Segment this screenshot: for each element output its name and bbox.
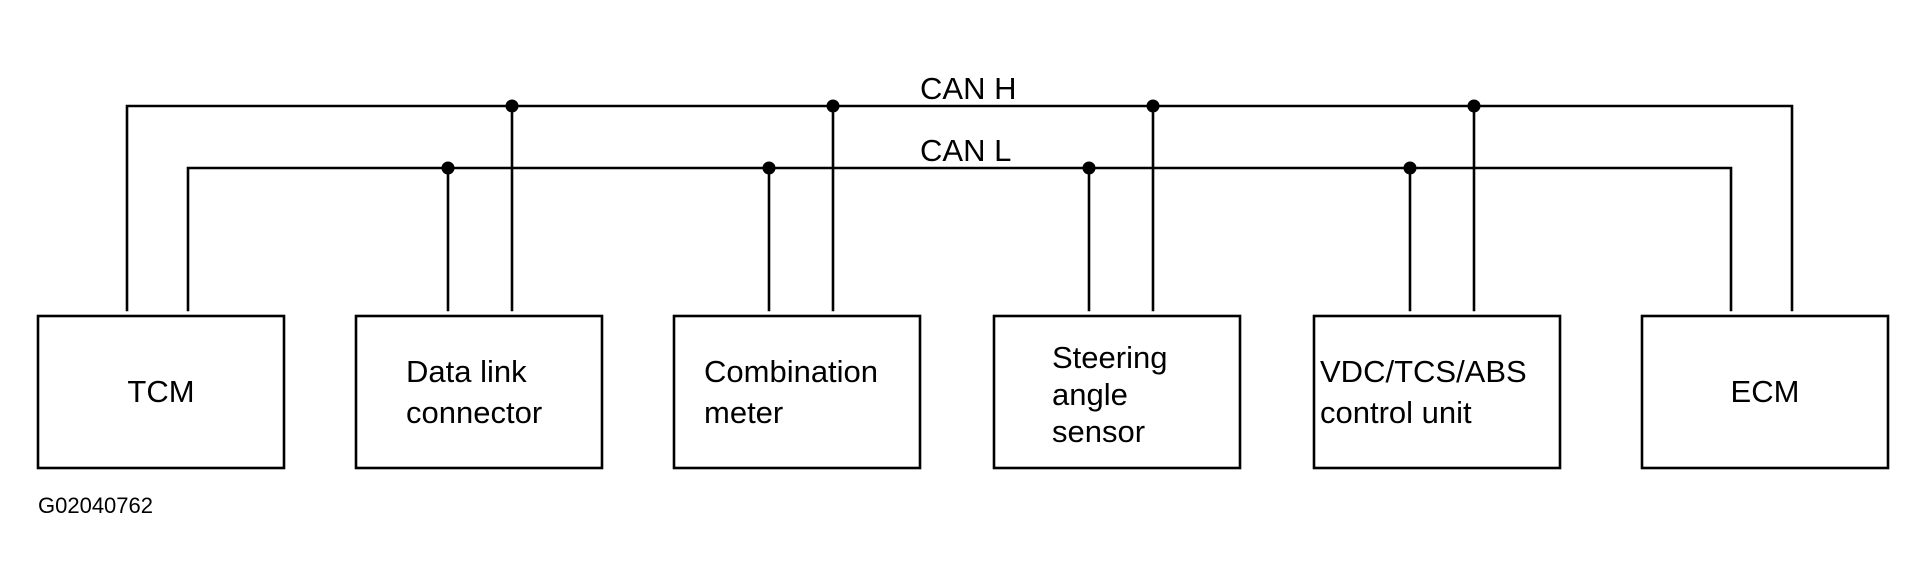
can-l-junction-dot: [1082, 161, 1096, 175]
combination-meter-box: [672, 314, 922, 470]
vdc-tcs-abs-control-unit-label-line-1: VDC/TCS/ABS: [1320, 354, 1527, 389]
ecm-label: ECM: [1731, 374, 1800, 409]
can-l-junction-dot: [762, 161, 776, 175]
ecm-box: [1640, 314, 1890, 470]
combination-meter-label-line-2: meter: [704, 395, 783, 430]
tcm-label: TCM: [127, 374, 194, 409]
steering-angle-sensor-label-line-2: angle: [1052, 377, 1128, 412]
combination-meter-label-line-1: Combination: [704, 354, 878, 389]
can-l-junction-dot: [441, 161, 455, 175]
steering-angle-sensor-box: [992, 314, 1242, 470]
data-link-connector-box: [354, 314, 604, 470]
can-l-junction-dot: [1403, 161, 1417, 175]
can-l-line: [186, 166, 1733, 312]
can-h-junction-dot: [505, 99, 519, 113]
can-h-junction-dot: [1467, 99, 1481, 113]
data-link-connector-label-line-2: connector: [406, 395, 542, 430]
data-link-connector-label-line-1: Data link: [406, 354, 527, 389]
vdc-tcs-abs-control-unit-box: [1312, 314, 1562, 470]
can-h-junction-dot: [1146, 99, 1160, 113]
figure-code: G02040762: [38, 493, 153, 518]
can-h-line: [125, 104, 1794, 312]
can-l-label: CAN L: [920, 133, 1011, 168]
steering-angle-sensor-label-line-3: sensor: [1052, 414, 1145, 449]
tcm-box: [36, 314, 286, 470]
vdc-tcs-abs-control-unit-label-line-2: control unit: [1320, 395, 1472, 430]
can-h-junction-dot: [826, 99, 840, 113]
steering-angle-sensor-label-line-1: Steering: [1052, 340, 1167, 375]
can-h-label: CAN H: [920, 71, 1016, 106]
